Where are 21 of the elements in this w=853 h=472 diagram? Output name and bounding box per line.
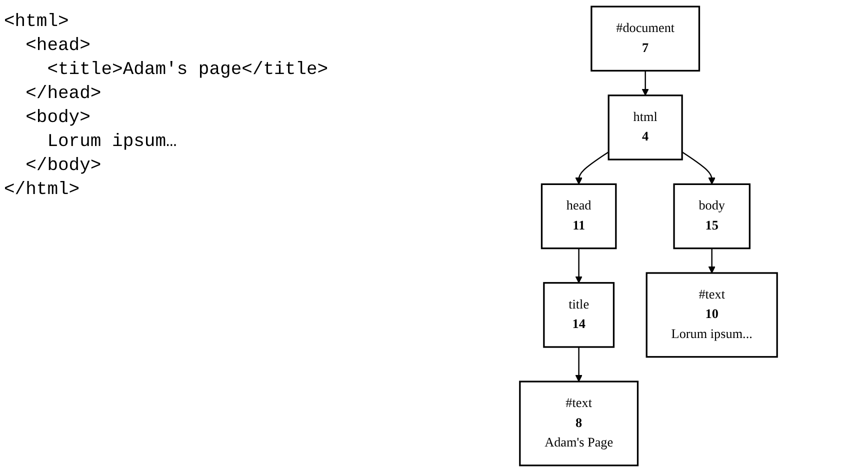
arrow — [682, 151, 716, 185]
node-box: #document 7 — [590, 6, 700, 72]
arrow — [708, 248, 716, 274]
code-line: Lorum ipsum… — [46, 131, 177, 154]
arrow — [575, 248, 582, 284]
code-line: <html> — [4, 11, 69, 34]
arrow — [642, 70, 649, 96]
code-line: </html> — [4, 179, 80, 202]
arrow — [575, 347, 582, 382]
code-line: <body> — [24, 107, 90, 130]
node-box: html 4 — [608, 94, 683, 160]
node-box: #text 8 Adam's Page — [519, 380, 639, 466]
node-box: #text 10 Lorum ipsum... — [646, 272, 778, 358]
node-box: title 14 — [543, 282, 615, 348]
node-box: body 15 — [673, 183, 750, 250]
node-box: head 11 — [540, 183, 617, 250]
code-line: </body> — [24, 155, 102, 178]
code-line: <head> — [24, 35, 90, 58]
code-line: </head> — [24, 83, 102, 106]
code-line: <title>Adam's page</title> — [46, 59, 328, 82]
arrow — [575, 151, 609, 185]
